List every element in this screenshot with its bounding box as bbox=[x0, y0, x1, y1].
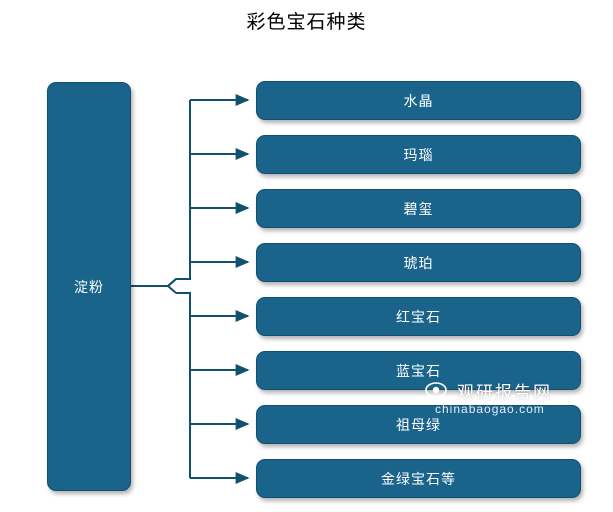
leaf-node-label: 琥珀 bbox=[403, 256, 434, 272]
leaf-node-label: 玛瑙 bbox=[403, 148, 434, 164]
page-title: 彩色宝石种类 bbox=[246, 12, 367, 33]
leaf-node-label: 红宝石 bbox=[396, 310, 441, 326]
root-node-label: 淀粉 bbox=[74, 280, 104, 296]
leaf-node-7[interactable]: 祖母绿 bbox=[256, 405, 581, 444]
root-node[interactable]: 淀粉 bbox=[47, 82, 131, 491]
leaf-node-label: 蓝宝石 bbox=[396, 364, 441, 380]
leaf-node-4[interactable]: 琥珀 bbox=[256, 243, 581, 282]
leaf-node-6[interactable]: 蓝宝石 bbox=[256, 351, 581, 390]
leaf-node-label: 金绿宝石等 bbox=[381, 472, 456, 488]
leaf-node-5[interactable]: 红宝石 bbox=[256, 297, 581, 336]
leaf-node-2[interactable]: 玛瑙 bbox=[256, 135, 581, 174]
leaf-node-label: 水晶 bbox=[403, 94, 434, 110]
leaf-node-8[interactable]: 金绿宝石等 bbox=[256, 459, 581, 498]
leaf-node-label: 碧玺 bbox=[403, 202, 434, 218]
leaf-node-label: 祖母绿 bbox=[396, 418, 441, 434]
leaf-node-1[interactable]: 水晶 bbox=[256, 81, 581, 120]
leaf-node-3[interactable]: 碧玺 bbox=[256, 189, 581, 228]
